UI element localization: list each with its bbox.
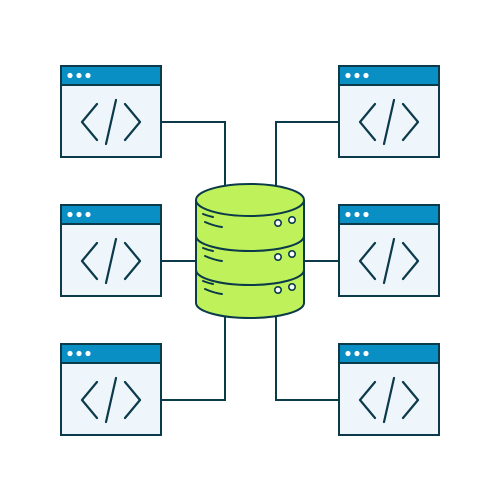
angle-right [401,241,420,281]
angle-left [358,102,377,142]
titlebar-dot-1 [345,72,351,79]
status-dot-2 [287,282,296,291]
titlebar-dot-1 [345,211,351,218]
window-titlebar [60,65,162,86]
highlight-long [204,255,223,262]
titlebar-dot-2 [76,350,82,357]
code-icon [80,376,142,424]
window-middle-left [60,204,162,297]
connector-bottom-left [161,310,226,401]
status-dot-2 [287,216,296,225]
titlebar-dot-1 [345,350,351,357]
titlebar-dot-3 [85,211,91,218]
window-titlebar [60,204,162,225]
highlight-short [202,280,214,285]
code-icon [358,237,420,285]
window-titlebar [60,343,162,364]
titlebar-dot-2 [354,350,360,357]
code-icon [80,98,142,146]
titlebar-dot-3 [363,211,369,218]
angle-right [123,380,142,420]
highlight-long [204,221,223,228]
window-titlebar [338,65,440,86]
titlebar-dot-3 [363,72,369,79]
slash [104,237,118,285]
code-icon [358,98,420,146]
titlebar-dot-2 [354,211,360,218]
browser-windows [60,65,440,436]
status-dot-2 [287,250,296,259]
slash [382,237,396,285]
slash [104,98,118,146]
window-bottom-left [60,343,162,436]
connector-top-right [275,121,339,190]
angle-left [80,380,99,420]
status-dot-1 [273,219,282,228]
angle-right [123,102,142,142]
angle-left [358,380,377,420]
titlebar-dot-2 [354,72,360,79]
window-titlebar [338,343,440,364]
highlight-short [202,247,214,252]
slash [382,98,396,146]
titlebar-dot-3 [363,350,369,357]
angle-right [401,102,420,142]
slash [382,376,396,424]
titlebar-dot-2 [76,72,82,79]
status-dot-1 [273,285,282,294]
tier-highlight [202,280,223,295]
tier-highlight [202,247,223,262]
highlight-long [204,288,223,295]
window-bottom-right [338,343,440,436]
window-titlebar [338,204,440,225]
angle-right [401,380,420,420]
window-top-left [60,65,162,158]
connector-lines [161,121,339,401]
window-top-right [338,65,440,158]
connector-bottom-right [275,310,339,401]
angle-left [358,241,377,281]
titlebar-dot-3 [85,72,91,79]
titlebar-dot-1 [67,350,73,357]
highlight-short [202,213,214,218]
connector-top-left [161,121,226,190]
angle-left [80,241,99,281]
titlebar-dot-1 [67,72,73,79]
titlebar-dot-3 [85,350,91,357]
slash [104,376,118,424]
angle-right [123,241,142,281]
window-middle-right [338,204,440,297]
titlebar-dot-1 [67,211,73,218]
status-dot-1 [273,253,282,262]
angle-left [80,102,99,142]
database-icon [195,183,305,319]
titlebar-dot-2 [76,211,82,218]
database-top-cap [195,183,305,217]
tier-highlight [202,213,223,228]
code-icon [358,376,420,424]
code-icon [80,237,142,285]
